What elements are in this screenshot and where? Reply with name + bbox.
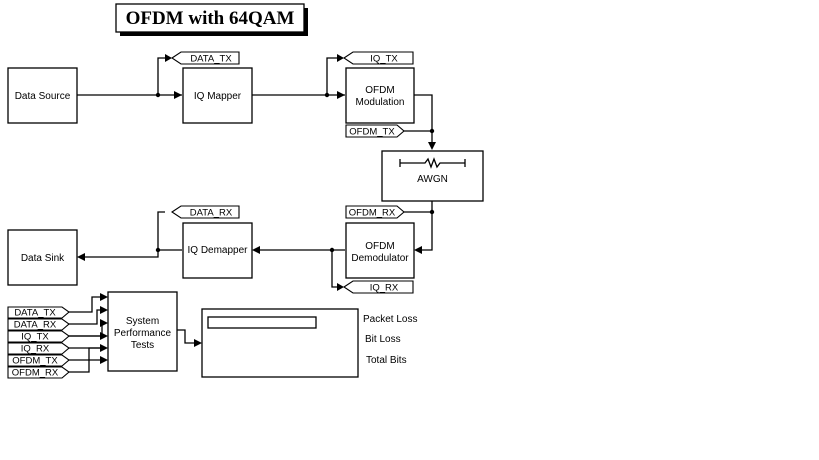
from-tag-ofdm-rx[interactable]: OFDM_RX	[7, 366, 70, 379]
block-ofdm-modulation-line2: Modulation	[356, 97, 405, 108]
svg-text:IQ_TX: IQ_TX	[370, 54, 398, 65]
diagram-title: OFDM with 64QAM	[126, 8, 295, 29]
display-label-packet-loss: Packet Loss	[363, 314, 417, 325]
wire-branch-iq-rx	[331, 250, 337, 288]
svg-text:OFDM_TX: OFDM_TX	[12, 356, 58, 367]
svg-text:IQ_TX: IQ_TX	[21, 332, 49, 343]
display-field	[207, 316, 317, 329]
block-iq-demapper[interactable]: IQ Demapper	[182, 222, 253, 279]
wire-branch-data-tx	[157, 57, 165, 95]
from-tag-iq-rx[interactable]: IQ_RX	[7, 342, 70, 355]
block-data-source-label: Data Source	[15, 91, 71, 102]
block-system-performance-tests[interactable]: System Performance Tests	[107, 291, 178, 372]
block-awgn[interactable]: AWGN	[381, 150, 484, 202]
arrowheads	[77, 54, 436, 364]
svg-text:DATA_TX: DATA_TX	[14, 308, 56, 319]
block-ofdm-demodulator-line2: Demodulator	[351, 253, 409, 264]
tests-label-line1: System	[126, 316, 159, 327]
tag-ofdm-rx[interactable]: OFDM_RX	[345, 205, 405, 219]
tag-iq-rx[interactable]: IQ_RX	[343, 280, 414, 294]
block-iq-mapper-label: IQ Mapper	[194, 91, 242, 102]
block-display[interactable]	[201, 308, 359, 378]
wire-tests-to-display	[177, 329, 194, 344]
tag-data-tx[interactable]: DATA_TX	[171, 51, 240, 65]
block-awgn-label: AWGN	[417, 174, 448, 185]
block-data-sink[interactable]: Data Sink	[7, 229, 78, 286]
tag-ofdm-tx[interactable]: OFDM_TX	[345, 124, 405, 138]
block-ofdm-modulation[interactable]: OFDM Modulation	[345, 67, 415, 124]
wire-branch-data-rx	[157, 211, 165, 250]
wire-branch-iq-tx	[326, 57, 337, 95]
block-data-sink-label: Data Sink	[21, 253, 65, 264]
block-ofdm-demodulator[interactable]: OFDM Demodulator	[345, 222, 415, 279]
from-tag-data-tx[interactable]: DATA_TX	[7, 306, 70, 319]
wire-demapper-to-sink	[84, 249, 182, 258]
title-box: OFDM with 64QAM	[115, 3, 308, 36]
wire-awgn-to-demodulator	[420, 201, 433, 251]
wire-modulation-to-awgn	[414, 94, 433, 145]
block-iq-demapper-label: IQ Demapper	[187, 245, 248, 256]
block-data-source[interactable]: Data Source	[7, 67, 78, 124]
display-label-bit-loss: Bit Loss	[365, 334, 401, 345]
tag-data-rx[interactable]: DATA_RX	[171, 205, 240, 219]
svg-text:DATA_TX: DATA_TX	[190, 54, 232, 65]
tests-label-line2: Performance	[114, 328, 172, 339]
noise-channel-icon	[399, 157, 466, 169]
from-tag-iq-tx[interactable]: IQ_TX	[7, 330, 70, 343]
block-ofdm-demodulator-line1: OFDM	[365, 241, 394, 252]
svg-text:DATA_RX: DATA_RX	[14, 320, 57, 331]
block-ofdm-modulation-line1: OFDM	[365, 85, 394, 96]
svg-text:IQ_RX: IQ_RX	[370, 283, 399, 294]
tests-label-line3: Tests	[131, 340, 154, 351]
block-iq-mapper[interactable]: IQ Mapper	[182, 67, 253, 124]
svg-text:OFDM_RX: OFDM_RX	[349, 208, 396, 219]
junctions	[155, 92, 435, 253]
svg-text:IQ_RX: IQ_RX	[21, 344, 50, 355]
tag-iq-tx[interactable]: IQ_TX	[343, 51, 414, 65]
svg-text:OFDM_TX: OFDM_TX	[349, 127, 395, 138]
display-label-total-bits: Total Bits	[366, 355, 407, 366]
svg-text:OFDM_RX: OFDM_RX	[12, 368, 59, 379]
svg-text:DATA_RX: DATA_RX	[190, 208, 233, 219]
from-tag-data-rx[interactable]: DATA_RX	[7, 318, 70, 331]
from-tag-ofdm-tx[interactable]: OFDM_TX	[7, 354, 70, 367]
